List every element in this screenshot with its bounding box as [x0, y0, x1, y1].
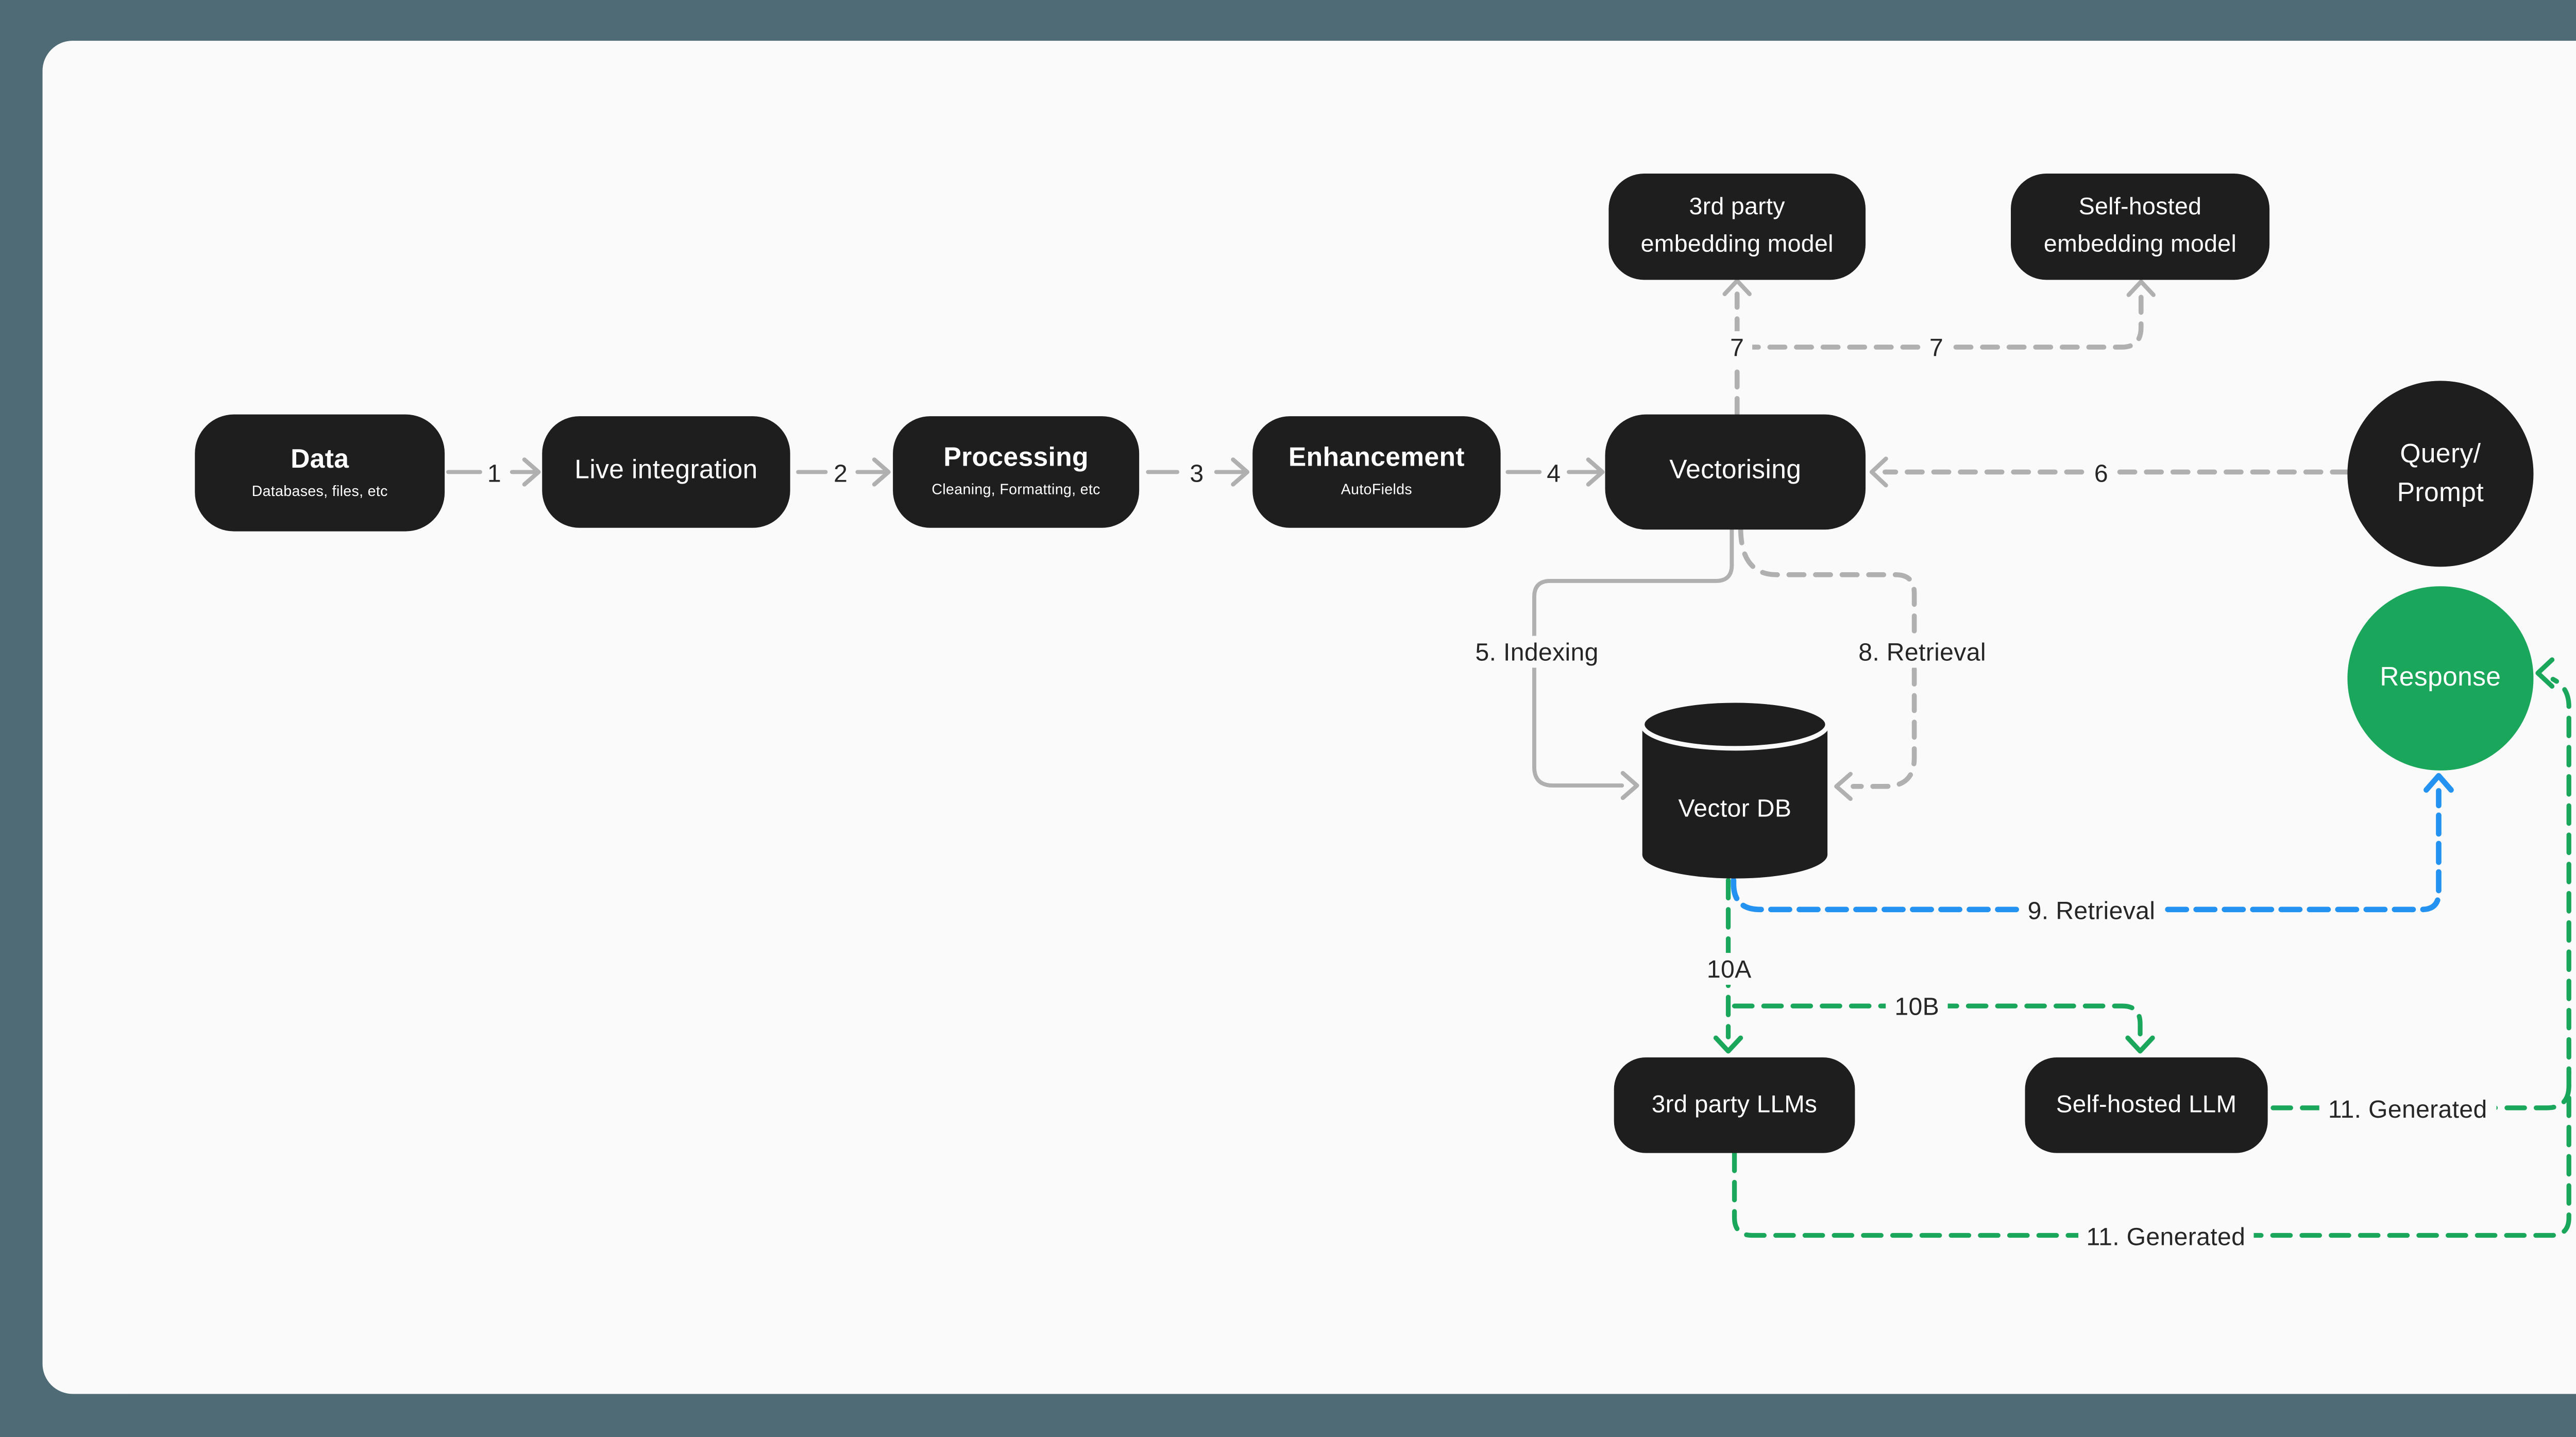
arrow-left-icon [2535, 657, 2555, 689]
node-llm-self-hosted: Self-hosted LLM [2025, 1057, 2268, 1153]
node-embedding-self-hosted: Self-hosted embedding model [2011, 173, 2270, 279]
connector-step10b-line [1732, 1003, 2143, 1040]
node-llm-self-hosted-title: Self-hosted LLM [2056, 1091, 2237, 1119]
label-step-6: 6 [2085, 456, 2117, 488]
label-step-11-generated-bottom: 11. Generated [2077, 1219, 2255, 1252]
node-processing-title: Processing [943, 443, 1089, 473]
label-step-7-left: 7 [1721, 331, 1753, 363]
label-step-11-generated-right: 11. Generated [2319, 1092, 2496, 1124]
connector-step7-right-line [1740, 293, 2144, 350]
node-llm-3rd-party: 3rd party LLMs [1614, 1057, 1855, 1153]
node-vectorising-title: Vectorising [1669, 454, 1802, 485]
node-query-prompt-line2: Prompt [2397, 477, 2484, 508]
arrow-right-icon [1231, 457, 1250, 487]
label-step-10a: 10A [1698, 952, 1760, 984]
connector-step9-retrieval-line [1731, 788, 2442, 913]
node-enhancement: Enhancement AutoFields [1252, 415, 1501, 527]
arrow-right-icon [1620, 771, 1639, 800]
vector-db-cylinder-icon [1640, 698, 1830, 879]
arrow-up-icon [2126, 279, 2156, 297]
connector-step8-retrieval-line [1738, 525, 1917, 789]
node-enhancement-subtitle: AutoFields [1341, 481, 1413, 499]
node-data-subtitle: Databases, files, etc [251, 482, 388, 500]
node-embedding-3rd-party-line1: 3rd party [1689, 193, 1785, 220]
node-vectorising: Vectorising [1605, 413, 1866, 529]
label-step-8-retrieval: 8. Retrieval [1850, 635, 1995, 667]
label-step-1: 1 [487, 457, 501, 486]
arrow-right-icon [1586, 457, 1605, 487]
node-enhancement-title: Enhancement [1288, 443, 1465, 473]
connector-step5-indexing-line [1532, 525, 1734, 788]
connector-step11-bottom-line [1732, 677, 2571, 1238]
node-live-integration-title: Live integration [574, 454, 758, 485]
arrow-up-icon [2424, 773, 2454, 793]
node-response: Response [2348, 585, 2533, 771]
node-embedding-self-hosted-line1: Self-hosted [2078, 193, 2202, 220]
node-query-prompt: Query/ Prompt [2348, 381, 2533, 567]
node-data: Data Databases, files, etc [195, 413, 445, 531]
arrow-up-icon [1722, 278, 1752, 296]
arrow-down-icon [2125, 1035, 2155, 1054]
label-step-3: 3 [1190, 457, 1204, 486]
label-step-5-indexing: 5. Indexing [1466, 635, 1608, 667]
label-step-9-retrieval: 9. Retrieval [2019, 893, 2164, 926]
node-processing-subtitle: Cleaning, Formatting, etc [931, 481, 1100, 499]
label-step-10b: 10B [1886, 989, 1948, 1021]
label-step-7-right: 7 [1920, 331, 1953, 363]
arrow-down-icon [1713, 1035, 1743, 1054]
node-live-integration: Live integration [542, 415, 790, 527]
label-step-4: 4 [1547, 457, 1561, 486]
node-vector-db-title: Vector DB [1678, 793, 1792, 822]
node-llm-3rd-party-title: 3rd party LLMs [1651, 1091, 1818, 1119]
node-data-title: Data [291, 444, 349, 474]
node-response-title: Response [2380, 662, 2501, 693]
arrow-left-icon [1869, 456, 1888, 488]
node-query-prompt-line1: Query/ [2400, 438, 2481, 469]
arrow-right-icon [522, 457, 541, 487]
label-step-2: 2 [834, 457, 848, 486]
node-processing: Processing Cleaning, Formatting, etc [893, 415, 1140, 527]
node-embedding-3rd-party-line2: embedding model [1640, 229, 1834, 256]
arrow-right-icon [872, 457, 891, 487]
node-embedding-3rd-party: 3rd party embedding model [1608, 173, 1866, 279]
node-embedding-self-hosted-line2: embedding model [2043, 229, 2237, 256]
arrow-left-icon [1834, 772, 1853, 801]
